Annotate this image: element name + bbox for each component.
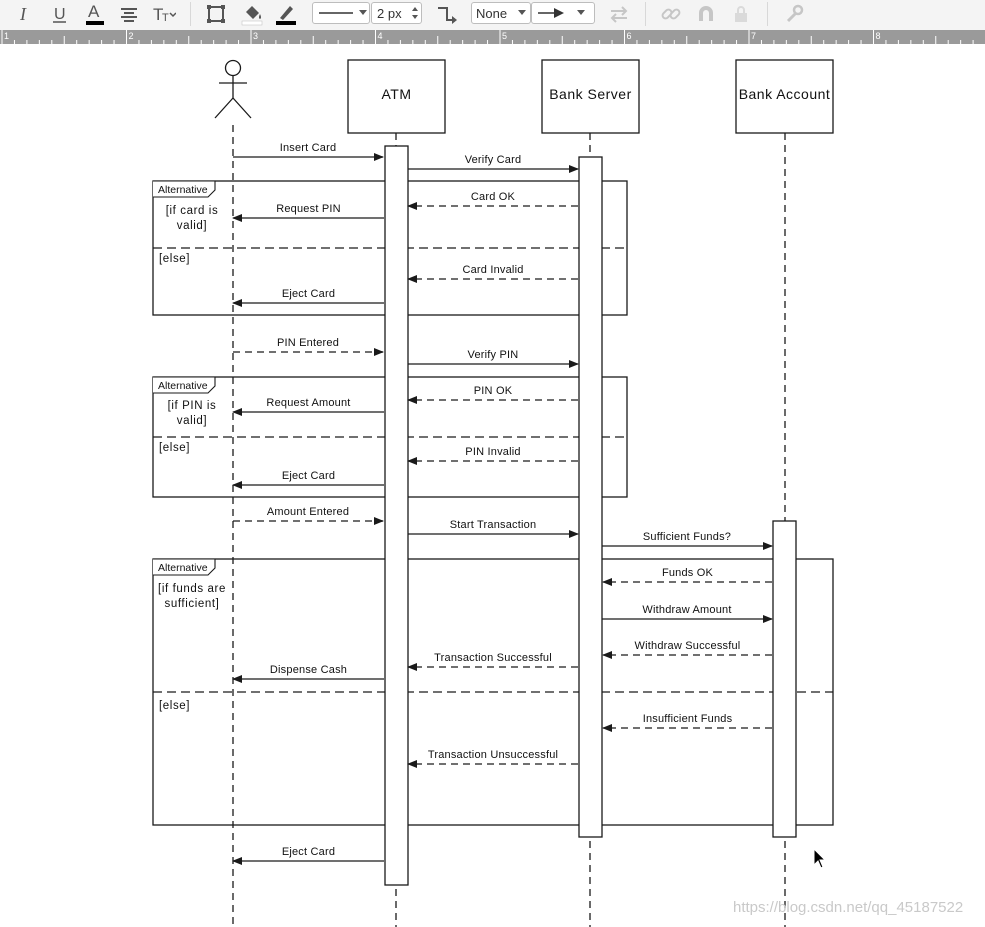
svg-text:A: A <box>88 2 100 21</box>
line-end-dropdown[interactable] <box>531 2 595 24</box>
fragment-else: [else] <box>159 442 190 454</box>
line-color-icon[interactable] <box>272 1 300 27</box>
line-style-dropdown[interactable] <box>312 2 370 24</box>
fragment-tag-box <box>153 180 216 198</box>
activation-bar <box>384 145 409 886</box>
message-label: Transaction Successful <box>434 652 552 664</box>
stroke-width-icon <box>412 7 418 19</box>
italic-icon[interactable]: I <box>10 1 38 27</box>
ruler-label: 3 <box>253 31 258 41</box>
shape-outline-icon[interactable] <box>202 1 230 27</box>
participant-name: ATM <box>381 86 411 102</box>
fragment-tag: Alternative <box>158 562 208 574</box>
message-label: Insufficient Funds <box>643 713 733 725</box>
message-label: Insert Card <box>280 142 337 154</box>
mouse-cursor-icon <box>813 848 826 869</box>
stroke-width-dropdown[interactable]: 2 px <box>371 2 422 24</box>
swap-icon[interactable] <box>605 1 633 27</box>
message-label: Request PIN <box>276 203 341 215</box>
line-start-dropdown[interactable]: None <box>471 2 531 24</box>
line-style-icon <box>319 10 367 15</box>
participant-name: Bank Server <box>549 86 632 102</box>
message-label: Verify PIN <box>468 349 519 361</box>
participant-name: Bank Account <box>739 86 831 102</box>
ruler-label: 2 <box>129 31 134 41</box>
svg-text:T: T <box>153 5 163 24</box>
participant-box <box>735 59 834 134</box>
stroke-width-value: 2 px <box>377 5 402 21</box>
fill-color-icon[interactable] <box>238 1 266 27</box>
wrench-icon[interactable] <box>779 1 807 27</box>
message-label: Transaction Unsuccessful <box>428 749 558 761</box>
arrow-start-icon <box>518 10 526 15</box>
message-label: Card OK <box>471 191 516 203</box>
svg-text:I: I <box>19 4 27 24</box>
ruler-baseline <box>0 44 985 49</box>
activation-bar <box>772 520 797 838</box>
message-label: Eject Card <box>282 470 335 482</box>
lock-icon[interactable] <box>727 1 755 27</box>
ruler-label: 8 <box>876 31 881 41</box>
fragment-tag: Alternative <box>158 380 208 392</box>
watermark: https://blog.csdn.net/qq_45187522 <box>733 899 964 916</box>
arrow-end-icon <box>538 8 585 18</box>
message-label: Request Amount <box>266 397 350 409</box>
svg-text:U: U <box>54 6 66 23</box>
connector-icon[interactable] <box>433 1 461 27</box>
magnet-icon[interactable] <box>692 1 720 27</box>
message-label: Dispense Cash <box>270 664 347 676</box>
align-icon[interactable] <box>115 1 143 27</box>
fragment-tag-box <box>153 376 216 394</box>
message-label: PIN OK <box>474 385 513 397</box>
message-label: Start Transaction <box>450 519 537 531</box>
activation-bar <box>578 156 603 838</box>
message-label: Verify Card <box>465 154 522 166</box>
font-color-icon[interactable]: A <box>81 1 109 27</box>
ruler-label: 6 <box>627 31 632 41</box>
message-label: Withdraw Amount <box>642 604 731 616</box>
ruler-label: 7 <box>751 31 756 41</box>
message-label: PIN Entered <box>277 337 339 349</box>
message-label: Amount Entered <box>267 506 349 518</box>
fragment-else: [else] <box>159 700 190 712</box>
participant-box <box>541 59 640 134</box>
underline-icon[interactable]: U <box>46 1 74 27</box>
message-label: Withdraw Successful <box>635 640 741 652</box>
fragment-tag: Alternative <box>158 184 208 196</box>
message-label: PIN Invalid <box>465 446 520 458</box>
link-icon[interactable] <box>657 1 685 27</box>
message-label: Card Invalid <box>462 264 523 276</box>
ruler: 1 2 3 4 5 6 7 8 <box>0 30 985 49</box>
line-start-value: None <box>476 5 508 21</box>
participant-box <box>347 59 446 134</box>
message-label: Eject Card <box>282 288 335 300</box>
fragment-tag-box <box>153 558 216 576</box>
fragment-else: [else] <box>159 253 190 265</box>
ruler-label: 4 <box>378 31 383 41</box>
actor-icon <box>214 59 252 119</box>
message-label: Funds OK <box>662 567 714 579</box>
message-label: Eject Card <box>282 846 335 858</box>
ruler-label: 1 <box>4 31 9 41</box>
message-label: Sufficient Funds? <box>643 531 731 543</box>
ruler-label: 5 <box>502 31 507 41</box>
svg-text:T: T <box>162 12 169 24</box>
